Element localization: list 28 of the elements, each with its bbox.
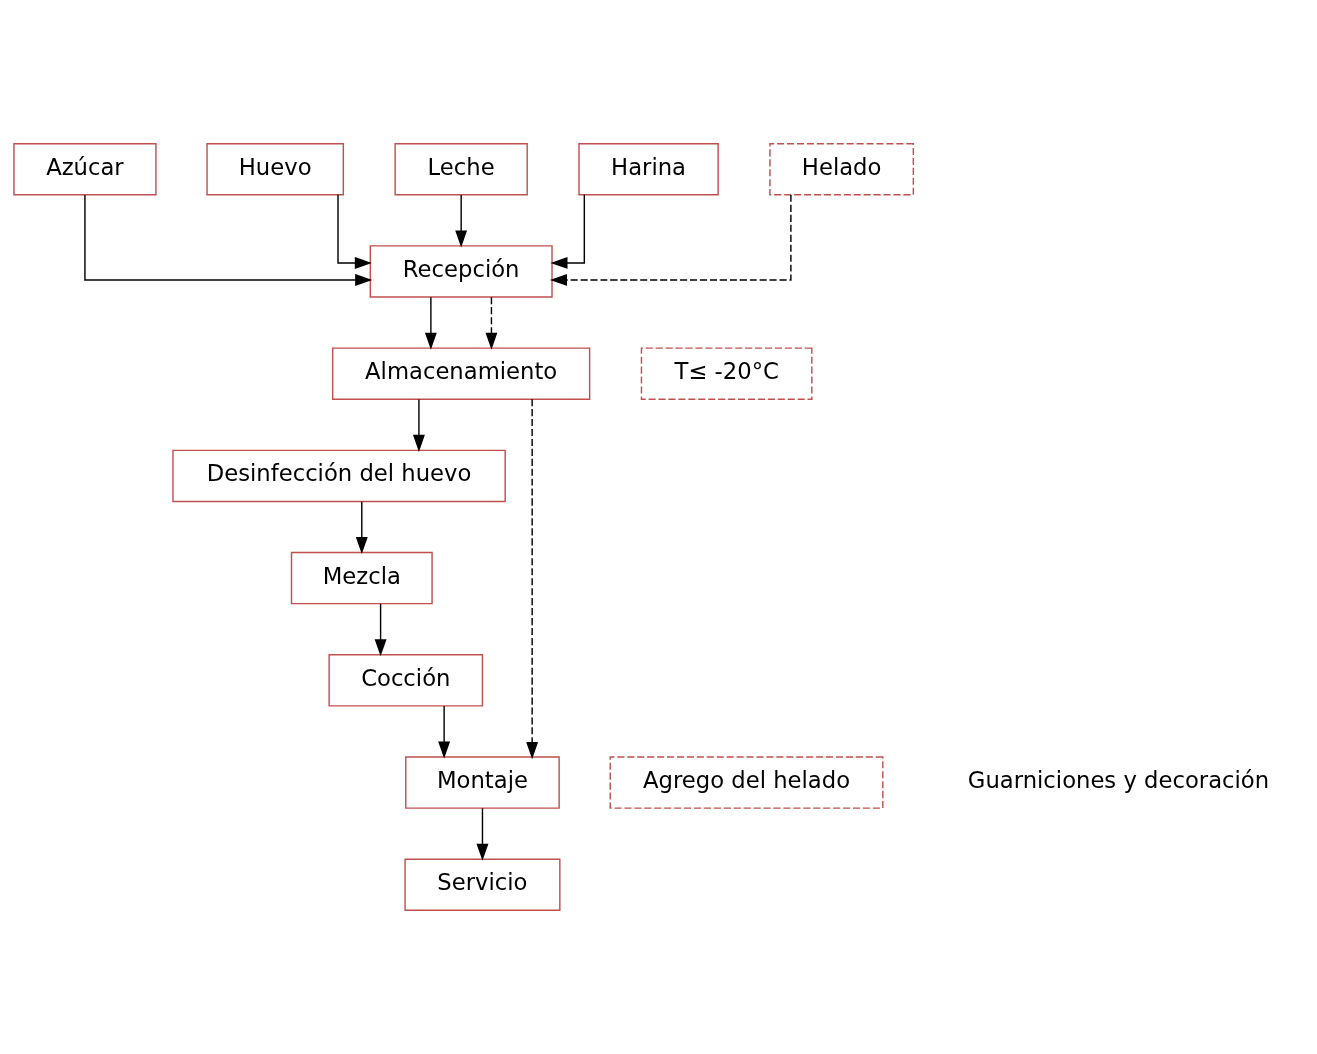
arrow	[84, 194, 373, 286]
arrow	[424, 296, 437, 350]
node-box: Helado	[769, 142, 915, 196]
node-box: Agrego del helado	[609, 756, 884, 809]
arrow	[455, 194, 468, 248]
node-box: Leche	[394, 142, 528, 196]
arrow	[337, 194, 372, 269]
arrow	[526, 398, 539, 760]
arrow	[438, 705, 451, 759]
arrow	[374, 603, 387, 657]
node-box: Cocción	[328, 654, 484, 707]
node-box: Harina	[578, 142, 719, 196]
node-box: Mezcla	[290, 551, 433, 605]
label: Guarniciones y decoración	[967, 766, 1270, 793]
arrow	[412, 398, 425, 452]
node-box: T≤ -20°C	[640, 347, 813, 400]
node-box: Azúcar	[13, 142, 157, 196]
node-box: Montaje	[405, 756, 560, 809]
node-box: Recepción	[369, 245, 553, 298]
node-box: Almacenamiento	[331, 347, 591, 400]
node-box: Desinfección del huevo	[172, 449, 506, 503]
arrow	[550, 194, 586, 269]
node-box: Huevo	[206, 142, 345, 196]
node-box: Servicio	[404, 858, 561, 912]
arrow	[550, 194, 792, 286]
arrow	[355, 501, 368, 555]
arrow	[485, 296, 498, 350]
arrow	[476, 807, 489, 861]
